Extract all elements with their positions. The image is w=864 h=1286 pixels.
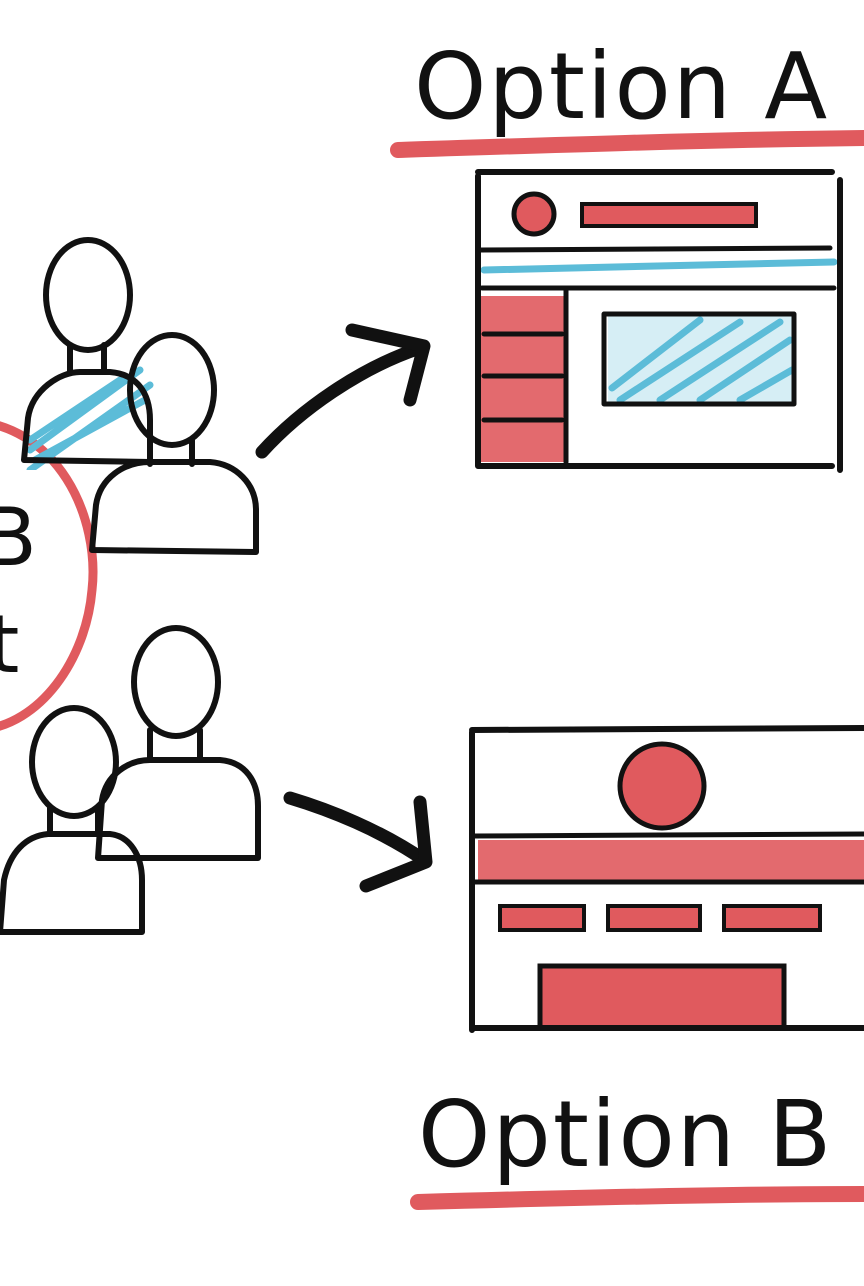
person-icon bbox=[21, 237, 154, 470]
option-a-wireframe bbox=[475, 169, 843, 473]
option-a-label: Option A bbox=[414, 33, 829, 140]
user-group-blue bbox=[21, 237, 259, 555]
arrow-to-option-b bbox=[283, 791, 433, 893]
option-b-wireframe bbox=[469, 725, 864, 1033]
person-icon bbox=[89, 332, 259, 555]
badge-letter-top: B bbox=[0, 491, 39, 584]
option-b-heading: Option B bbox=[410, 1081, 864, 1210]
person-icon bbox=[95, 625, 261, 861]
person-icon bbox=[0, 705, 145, 935]
ab-test-badge: B t bbox=[0, 421, 98, 731]
option-a-heading: Option A bbox=[390, 33, 864, 158]
user-group-red bbox=[0, 625, 261, 935]
badge-letter-bottom: t bbox=[0, 598, 21, 691]
option-b-label: Option B bbox=[418, 1081, 833, 1188]
arrow-to-option-a bbox=[255, 323, 431, 459]
